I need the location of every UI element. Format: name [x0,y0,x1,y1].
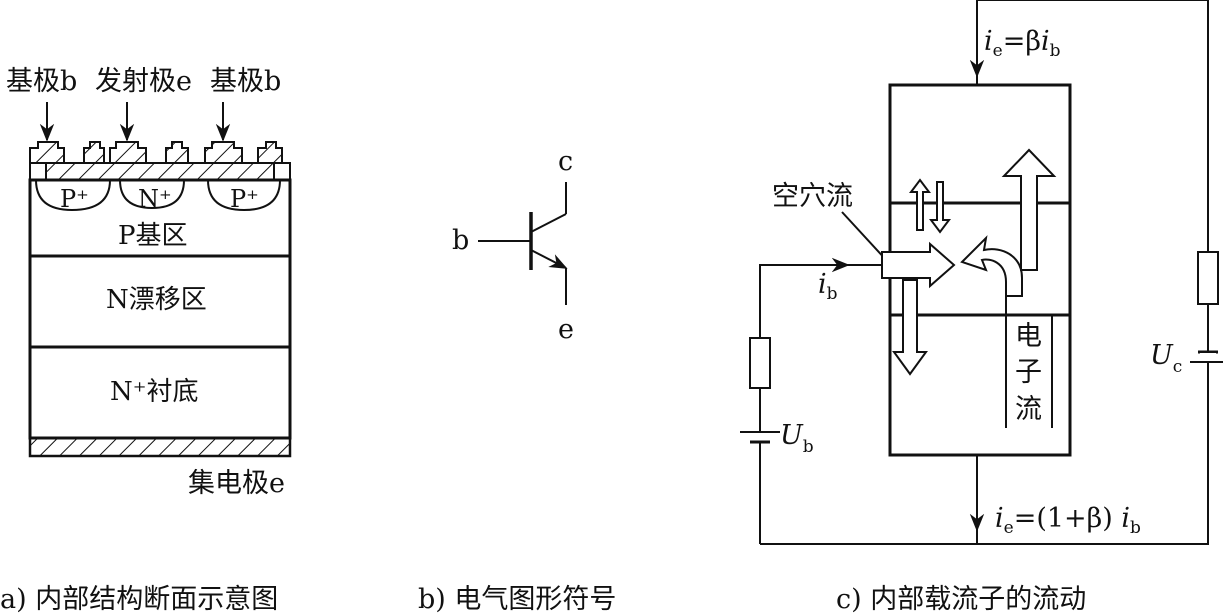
n-plus-label: N⁺ [138,185,172,213]
top-electrodes [29,141,283,164]
small-up-arrow [909,178,931,231]
ie-bottom-label: ie=(1+β) ib [995,503,1141,538]
uc-label: Uc [1150,340,1182,377]
hole-flow-label: 空穴流 [772,181,853,212]
symbol-b-label: b [452,225,469,256]
caption-b: b) 电气图形符号 [418,584,616,615]
collector-label: 集电极e [188,468,285,499]
p-base-label: P基区 [118,221,188,251]
small-down-arrow [929,181,951,234]
collector-lead [530,213,567,233]
top-contact-layer [29,162,291,181]
electron-flow-char-3: 流 [1015,394,1042,425]
base-left-label: 基极b [6,66,77,97]
symbol-c-label: c [558,146,573,177]
hole-flow-pointer [841,211,889,263]
emitter-lead [530,249,568,269]
p-plus-right-region [207,179,281,212]
ub-label: Ub [780,420,814,457]
down-hollow-arrow [892,279,928,376]
collector-electrode [28,436,292,458]
electron-flow-char-2: 子 [1015,357,1042,388]
base-resistor [749,337,771,389]
hole-flow-arrow [881,241,956,289]
tall-up-arrow [1001,148,1057,271]
emitter-label: 发射极e [95,66,192,97]
substrate-label: N⁺衬底 [110,377,198,407]
p-plus-left-region [35,179,111,212]
collector-loop-wire [760,0,1209,545]
n-drift-label: N漂移区 [106,285,207,315]
panel-c-carrier-flow: ie=βib ie=(1+β) ib ib Ub Uc [740,0,1223,615]
p-plus-left-label: P⁺ [60,185,89,213]
p-plus-right-label: P⁺ [230,185,259,213]
panel-b-symbol: c b e b) 电气图形符号 [418,146,616,615]
panel-a-cross-section: 基极b 发射极e 基极b P⁺ N⁺ P⁺ P基区 N漂 [0,66,292,615]
symbol-e-label: e [558,314,574,345]
collector-resistor [1197,251,1219,305]
electron-flow-char-1: 电 [1015,321,1042,352]
n-plus-region [119,179,185,210]
electron-curve-arrow [960,235,1023,297]
caption-c: c) 内部载流子的流动 [836,584,1086,615]
caption-a: a) 内部结构断面示意图 [0,584,278,615]
ib-label: ib [818,269,838,304]
ie-top-label: ie=βib [984,26,1061,61]
base-right-label: 基极b [210,66,281,97]
